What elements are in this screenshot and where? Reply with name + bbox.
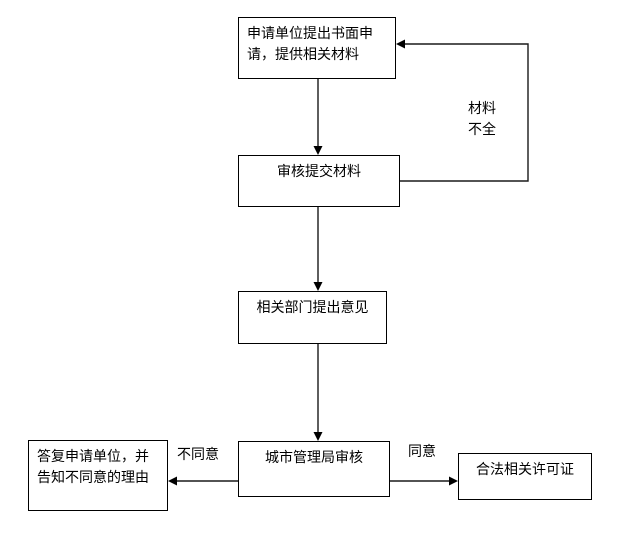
edge-label-materials-incomplete: 材料 不全 [468,100,496,137]
node-permit: 合法相关许可证 [458,453,592,500]
arrow-bureau-to-permit [390,476,458,486]
arrow-feedback-materials-incomplete [396,39,529,182]
edge-label-disagree: 不同意 [177,446,219,462]
arrow-apply-to-review [313,79,323,155]
node-apply: 申请单位提出书面申 请，提供相关材料 [238,17,396,79]
node-review: 审核提交材料 [238,155,400,207]
arrow-review-to-opinion [313,207,323,291]
arrow-opinion-to-bureau [313,344,323,441]
arrow-bureau-to-reject-reply [168,476,238,486]
node-bureau: 城市管理局审核 [238,441,390,497]
node-opinion: 相关部门提出意见 [238,291,387,344]
node-reject-reply: 答复申请单位，并 告知不同意的理由 [28,440,168,511]
edge-label-agree: 同意 [408,443,436,459]
